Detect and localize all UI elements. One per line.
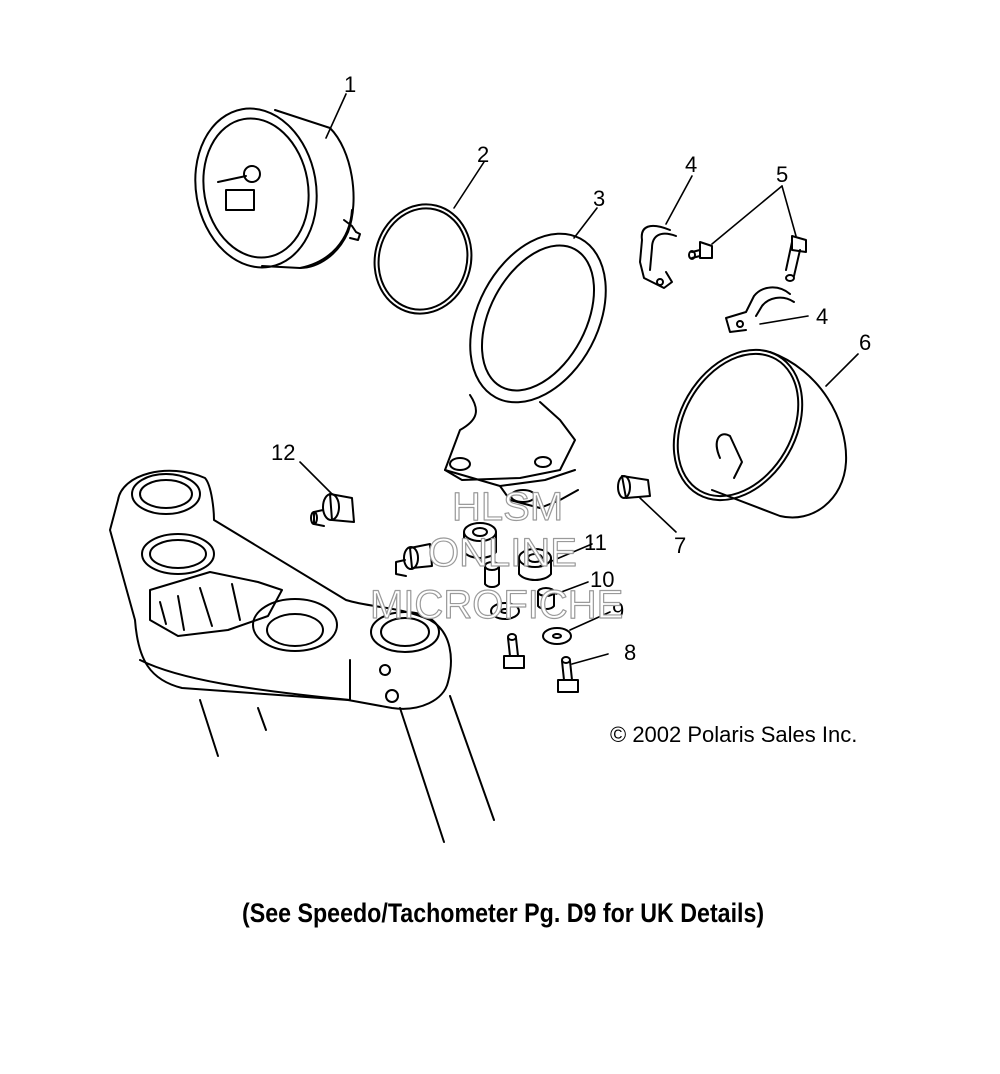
grommet-11a: [463, 522, 497, 559]
callout-2: 2: [477, 142, 489, 167]
fork-tubes: [199, 695, 495, 843]
spacer-10a: [484, 561, 500, 588]
watermark: HLSM ONLINE MICROFICHE: [369, 484, 624, 627]
speedometer-gauge: [194, 107, 361, 269]
mounting-bracket: [444, 232, 607, 509]
spacer-10b: [537, 587, 555, 610]
wire-clip-upper: [639, 224, 677, 289]
copyright-text: © 2002 Polaris Sales Inc.: [610, 722, 858, 747]
callout-5: 5: [776, 162, 788, 187]
upper-triple-clamp: [109, 469, 452, 710]
callout-7: 7: [674, 533, 686, 558]
grommet-11b: [518, 548, 552, 581]
callout-1: 1: [344, 72, 356, 97]
screw-upper: [688, 241, 713, 260]
washer-9a: [490, 602, 520, 620]
rubber-bumper: [617, 475, 651, 499]
gauge-housing-cup: [672, 348, 848, 519]
callout-12: 12: [271, 440, 295, 465]
watermark-line-1: HLSM: [452, 485, 563, 529]
callout-9: 9: [612, 598, 624, 623]
watermark-line-2: ONLINE: [428, 531, 577, 575]
rubber-mount-12: [310, 493, 355, 527]
callout-11: 11: [584, 530, 607, 555]
uk-details-note: (See Speedo/Tachometer Pg. D9 for UK Det…: [242, 898, 765, 928]
watermark-line-3: MICROFICHE: [370, 583, 623, 627]
callout-4-upper: 4: [685, 152, 697, 177]
bolt-8b: [557, 656, 579, 693]
callout-6: 6: [859, 330, 871, 355]
callout-4-lower: 4: [816, 304, 828, 329]
wire-clip-lower: [725, 286, 795, 333]
screw-lower: [785, 235, 807, 282]
bolt-8a: [503, 633, 525, 669]
rubber-mount-center: [395, 543, 433, 577]
leader-lines: [299, 93, 859, 665]
washer-9b: [542, 627, 572, 645]
callout-3: 3: [593, 186, 605, 211]
callout-10: 10: [590, 567, 614, 592]
callout-8: 8: [624, 640, 636, 665]
gasket-ring: [373, 203, 473, 315]
